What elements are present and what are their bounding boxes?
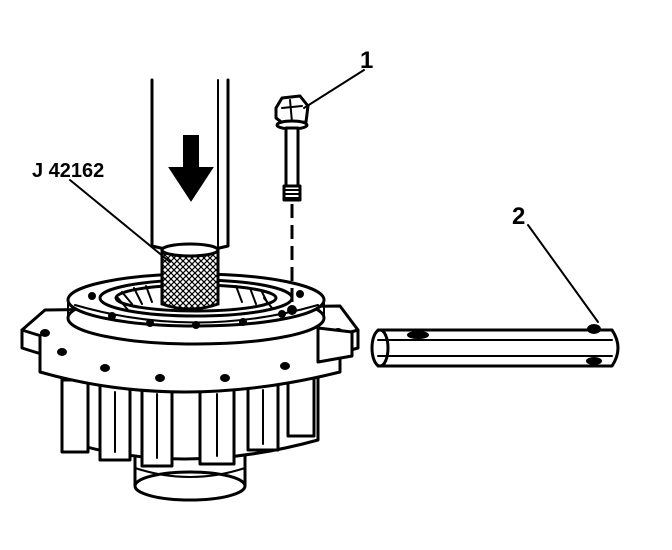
tool-label: J 42162 (32, 160, 104, 182)
callout-leaders (69, 69, 599, 323)
differential-case (20, 272, 360, 502)
press-arrow-icon (168, 135, 214, 202)
installer-knurl (160, 242, 220, 311)
tool-j42162 (150, 78, 230, 311)
case-side-boss (316, 326, 354, 364)
lock-bolt (274, 94, 310, 202)
pin-callout-number: 2 (512, 203, 525, 230)
pinion-shaft (370, 324, 620, 368)
case-body (60, 370, 320, 468)
bolt-callout-number: 1 (360, 47, 373, 74)
